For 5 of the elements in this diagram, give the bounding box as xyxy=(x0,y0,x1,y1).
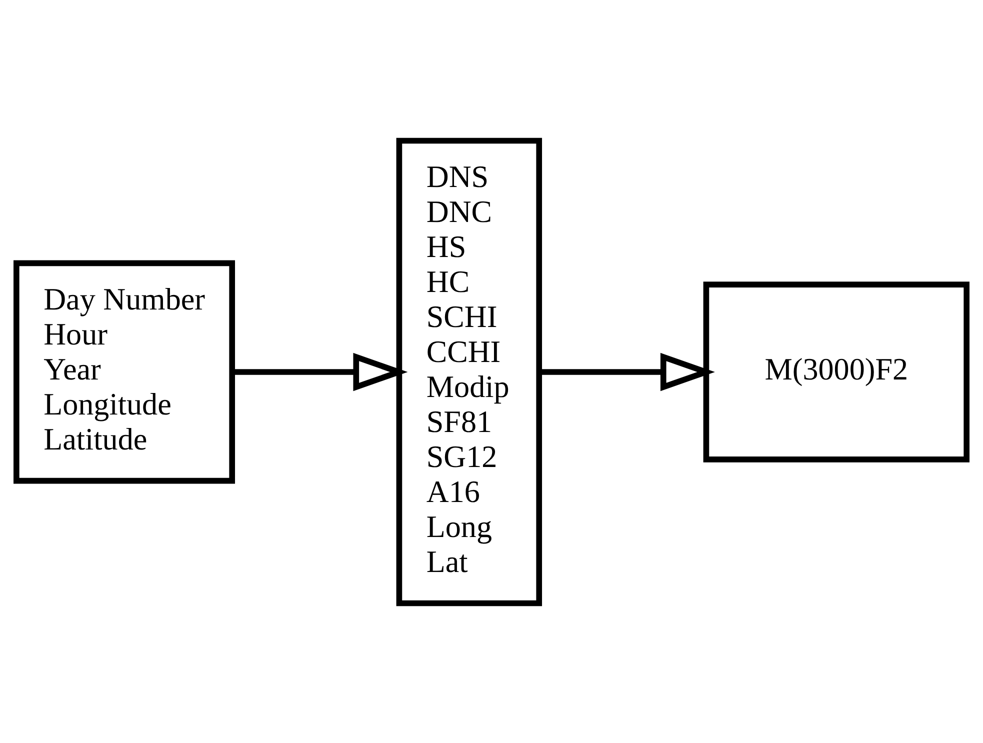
arrow xyxy=(232,352,408,391)
node-box: DNS DNC HS HC SCHI CCHI Modip SF81 SG12 A16 Long Lat xyxy=(396,137,542,606)
arrow xyxy=(539,352,715,391)
node-box: M(3000)F2 xyxy=(703,281,970,462)
node-box: Day Number Hour Year Longitude Latitude xyxy=(14,260,236,484)
